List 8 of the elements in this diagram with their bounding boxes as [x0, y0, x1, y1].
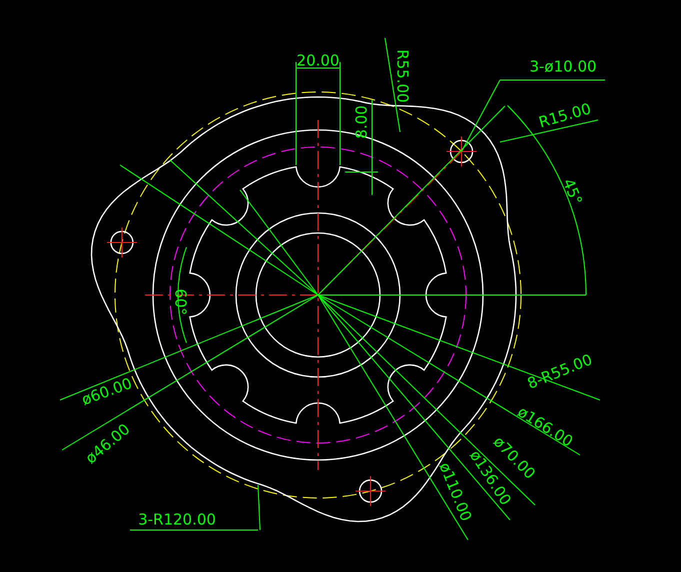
dimension-label: 8.00 — [354, 105, 370, 139]
dimension-label: 45° — [560, 176, 584, 208]
dimension-label: R55.00 — [394, 49, 410, 103]
dimension-label: 20.00 — [296, 54, 340, 68]
dimension-label: 3-R120.00 — [138, 512, 216, 528]
dimension-label: 60° — [172, 288, 188, 316]
dimension-label: R15.00 — [537, 101, 593, 131]
dimension-label: 3-ø10.00 — [529, 60, 597, 74]
